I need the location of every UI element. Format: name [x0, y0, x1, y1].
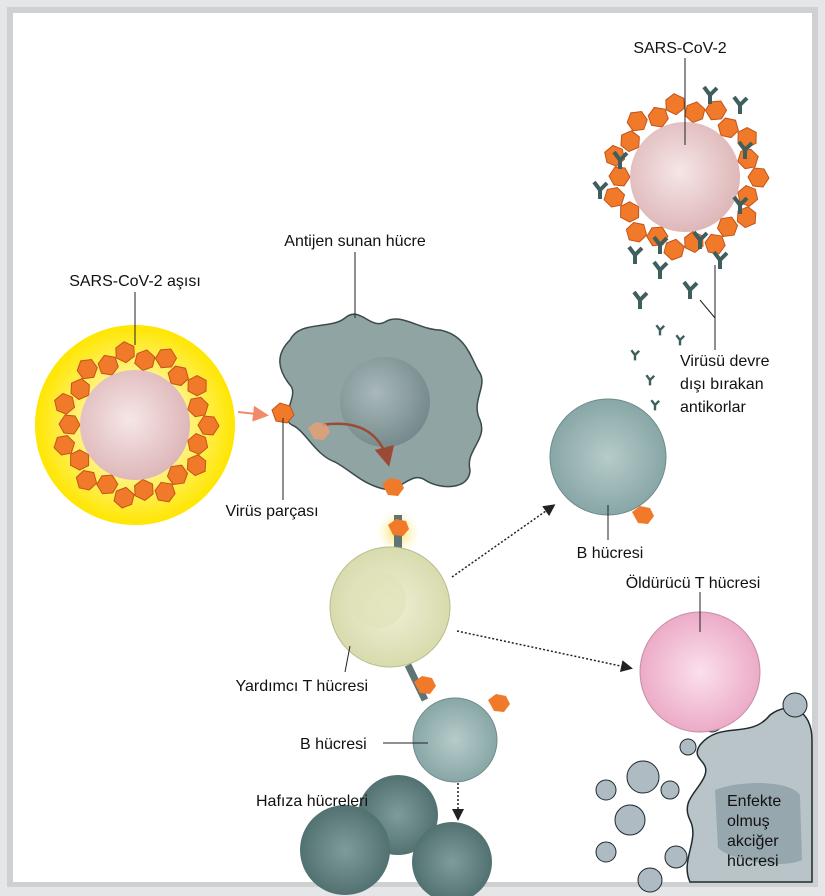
- arrow-vaccine-to-apc: [237, 405, 269, 422]
- spike-protein: [134, 349, 156, 372]
- label-apc: Antijen sunan hücre: [284, 233, 426, 250]
- antibody: [702, 85, 719, 104]
- bubble: [614, 804, 646, 836]
- antibody: [612, 150, 629, 169]
- spike-protein: [53, 434, 76, 456]
- spike-protein: [115, 341, 135, 364]
- spike-protein: [603, 186, 626, 208]
- spike-protein: [197, 415, 220, 436]
- bubble: [595, 779, 617, 801]
- bubble: [782, 692, 808, 718]
- label-b-cell-top: B hücresi: [577, 545, 644, 562]
- spike-protein: [620, 201, 640, 223]
- spike-proteins: [53, 341, 220, 509]
- label-killer-t: Öldürücü T hücresi: [626, 574, 761, 592]
- label-infected-cell: Enfekte olmuş akciğer hücresi: [727, 793, 786, 870]
- bubble: [664, 845, 688, 869]
- label-memory-cells: Hafıza hücreleri: [256, 793, 368, 810]
- spike-protein: [737, 148, 759, 170]
- spike-protein: [70, 378, 90, 401]
- infected-lung-cell: [595, 692, 813, 893]
- antibody: [675, 334, 686, 346]
- antibody: [630, 349, 641, 361]
- antibody: [712, 250, 729, 269]
- virus-fragment: [271, 402, 295, 424]
- spike-protein: [154, 481, 176, 503]
- bubble: [660, 780, 680, 800]
- antibody: [655, 324, 666, 336]
- antibody: [645, 374, 656, 386]
- antigen-presenting-cell: [279, 313, 483, 496]
- spike-protein: [717, 117, 739, 139]
- sars-cov-2-virus: [592, 85, 770, 411]
- antibody: [652, 235, 669, 254]
- spike-protein: [187, 396, 209, 418]
- antibody: [692, 230, 709, 249]
- spike-protein: [113, 486, 135, 509]
- spike-protein: [663, 238, 685, 261]
- vaccine-particle: [35, 325, 235, 525]
- label-vaccine: SARS-CoV-2 aşısı: [69, 273, 201, 290]
- label-virus-fragment: Virüs parçası: [225, 503, 318, 520]
- spike-protein: [704, 233, 726, 255]
- antibody: [737, 140, 754, 159]
- antibody: [682, 280, 699, 299]
- spike-protein: [187, 374, 207, 397]
- spike-protein: [625, 221, 648, 243]
- antibodies: [592, 85, 754, 411]
- spike-protein: [166, 464, 189, 485]
- bubble: [626, 760, 660, 794]
- spike-protein: [97, 354, 119, 376]
- arrow-helper-to-b: [451, 504, 556, 578]
- antibody: [650, 399, 661, 411]
- spike-protein: [187, 432, 209, 455]
- spike-protein: [620, 130, 640, 153]
- spike-protein: [54, 392, 76, 415]
- spike-protein: [76, 358, 98, 380]
- spike-protein: [186, 454, 207, 477]
- antibody: [732, 195, 749, 214]
- spike-protein: [626, 110, 648, 132]
- antibody: [652, 260, 669, 279]
- bubble: [637, 867, 663, 893]
- spike-protein: [58, 414, 81, 435]
- spike-protein: [647, 106, 669, 128]
- bubble: [595, 841, 617, 863]
- bubble: [679, 738, 697, 756]
- spike-protein: [75, 469, 98, 491]
- spike-protein: [167, 365, 189, 387]
- spike-protein: [134, 478, 154, 501]
- antibody: [592, 180, 609, 199]
- label-helper-t: Yardımcı T hücresi: [236, 678, 369, 695]
- spike-protein: [665, 93, 685, 116]
- spike-protein: [154, 348, 178, 369]
- label-antibodies: Virüsü devre dışı bırakan antikorlar: [680, 353, 774, 416]
- spike-protein: [96, 474, 119, 495]
- spike-protein: [716, 216, 739, 237]
- antibody: [732, 95, 749, 114]
- spike-protein: [70, 449, 90, 471]
- label-b-cell-bottom: B hücresi: [300, 736, 367, 753]
- antibody: [632, 290, 649, 309]
- antibody: [627, 245, 644, 264]
- arrow-helper-to-killer: [456, 630, 633, 672]
- b-cell-bottom: [412, 697, 498, 783]
- memory-cells: [300, 775, 492, 896]
- label-sars-cov-2: SARS-CoV-2: [633, 40, 726, 57]
- spike-protein: [747, 167, 770, 188]
- b-cell-top: [549, 398, 667, 516]
- spike-protein: [608, 166, 631, 187]
- spike-protein: [704, 100, 728, 121]
